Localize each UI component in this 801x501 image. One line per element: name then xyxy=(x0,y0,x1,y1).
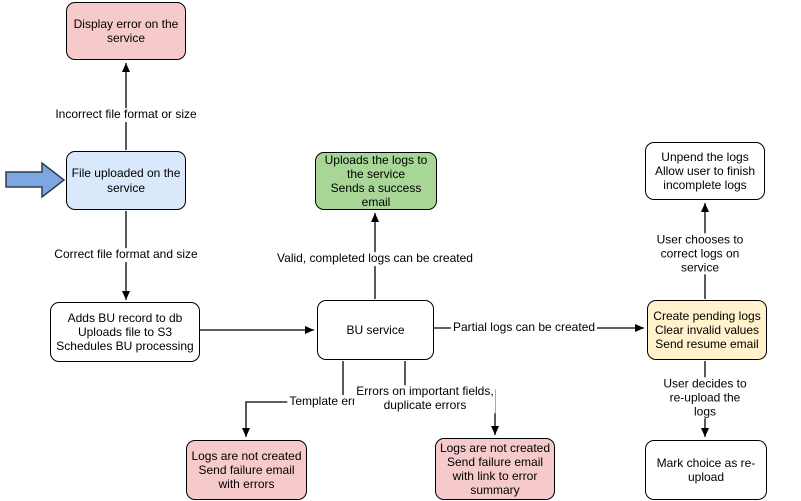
node-unpend-logs: Unpend the logs Allow user to finish inc… xyxy=(645,142,765,200)
node-file-uploaded: File uploaded on the service xyxy=(66,151,186,210)
node-create-pending-logs: Create pending logs Clear invalid values… xyxy=(647,300,767,360)
edge-label-user-reuploads: User decides to re-upload the logs xyxy=(657,376,753,419)
node-mark-reupload-label: Mark choice as re- upload xyxy=(656,455,756,484)
edge-label-partial-logs: Partial logs can be created xyxy=(450,320,598,335)
node-logs-not-created-summary: Logs are not created Send failure email … xyxy=(435,438,555,500)
edge-label-template-errors: Template errors xyxy=(287,394,375,409)
edge-label-user-corrects: User chooses to correct logs on service xyxy=(649,232,751,275)
node-bu-service-label: BU service xyxy=(346,322,405,337)
node-adds-bu-record: Adds BU record to db Uploads file to S3 … xyxy=(50,302,200,362)
node-logs-not-created-errors: Logs are not created Send failure email … xyxy=(186,440,307,500)
node-create-pending-logs-label: Create pending logs Clear invalid values… xyxy=(653,308,761,352)
node-upload-logs-success: Uploads the logs to the service Sends a … xyxy=(315,152,437,210)
node-upload-logs-success-label: Uploads the logs to the service Sends a … xyxy=(324,152,428,210)
node-display-error-label: Display error on the service xyxy=(73,16,179,45)
node-logs-not-created-errors-label: Logs are not created Send failure email … xyxy=(191,448,302,492)
edge-label-valid-logs: Valid, completed logs can be created xyxy=(275,251,475,266)
node-unpend-logs-label: Unpend the logs Allow user to finish inc… xyxy=(654,149,756,193)
node-file-uploaded-label: File uploaded on the service xyxy=(71,166,181,195)
node-mark-reupload: Mark choice as re- upload xyxy=(645,440,767,500)
edge-label-field-errors: Errors on important fields, duplicate er… xyxy=(354,384,496,413)
edge-label-incorrect-format: Incorrect file format or size xyxy=(53,107,199,122)
entry-arrow-icon xyxy=(5,161,66,199)
edge-label-correct-format: Correct file format and size xyxy=(52,247,200,262)
node-logs-not-created-summary-label: Logs are not created Send failure email … xyxy=(439,440,551,498)
node-bu-service: BU service xyxy=(317,300,434,360)
node-display-error: Display error on the service xyxy=(66,2,186,60)
node-adds-bu-record-label: Adds BU record to db Uploads file to S3 … xyxy=(56,310,194,354)
